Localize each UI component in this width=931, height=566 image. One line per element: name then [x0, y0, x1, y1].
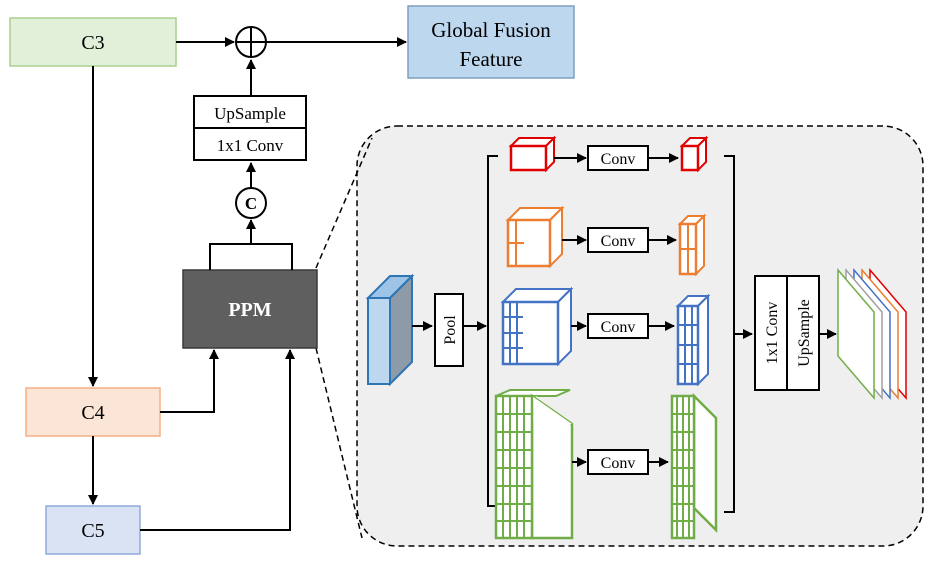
branch-1-conv-label: Conv	[601, 151, 636, 168]
input-feature-tensor	[365, 273, 415, 387]
output-label-line2: Feature	[460, 47, 523, 71]
fuse-conv-upsample-stack: 1x1 Conv UpSample	[754, 275, 820, 391]
upsample-label: UpSample	[214, 104, 286, 123]
branch-1-output-tensor	[679, 135, 709, 173]
concat-node: C	[235, 187, 267, 219]
branch-3-output-tensor	[675, 293, 711, 387]
pool-block: Pool	[434, 293, 464, 367]
c4-block: C4	[25, 387, 161, 437]
branch-1-pooled-tensor	[508, 135, 557, 173]
conv1x1-label: 1x1 Conv	[217, 136, 284, 155]
pool-label: Pool	[442, 315, 459, 345]
branch-4-conv: Conv	[587, 449, 649, 475]
branch-2-conv: Conv	[587, 227, 649, 253]
arrow-c4-to-ppm	[160, 349, 219, 413]
circle-plus-icon	[235, 26, 267, 58]
branch-3-conv: Conv	[587, 313, 649, 339]
c3-block: C3	[9, 17, 177, 67]
branch-2-pooled-tensor	[505, 205, 565, 269]
c5-block: C5	[45, 505, 141, 555]
c3-label: C3	[81, 32, 104, 54]
ppm-label: PPM	[228, 299, 271, 321]
branch-4-output-tensor	[670, 392, 718, 540]
branch-4-pooled-tensor	[494, 389, 574, 540]
c5-label: C5	[81, 520, 104, 542]
branch-2-conv-label: Conv	[601, 233, 636, 250]
ppm-output-bracket	[209, 243, 293, 270]
c4-label: C4	[81, 402, 104, 424]
arrow-c5-to-ppm	[140, 349, 295, 531]
branch-1-conv: Conv	[587, 145, 649, 171]
fuse-conv-label: 1x1 Conv	[764, 302, 781, 365]
output-label-line1: Global Fusion	[431, 18, 551, 42]
branch-4-conv-label: Conv	[601, 455, 636, 472]
branch-3-conv-label: Conv	[601, 319, 636, 336]
zoom-line-bottom	[315, 347, 363, 539]
fuse-upsample-label: UpSample	[796, 299, 813, 367]
concat-label: C	[245, 194, 257, 213]
fused-output-tensor	[837, 267, 907, 401]
ppm-block: PPM	[182, 269, 318, 349]
global-fusion-feature-block: Global Fusion Feature	[407, 5, 575, 79]
zoom-line-top	[315, 137, 373, 269]
branch-3-pooled-tensor	[500, 286, 574, 367]
branch-2-output-tensor	[677, 213, 707, 277]
upsample-conv-stack: UpSample 1x1 Conv	[193, 95, 307, 161]
split-bracket	[487, 155, 498, 507]
